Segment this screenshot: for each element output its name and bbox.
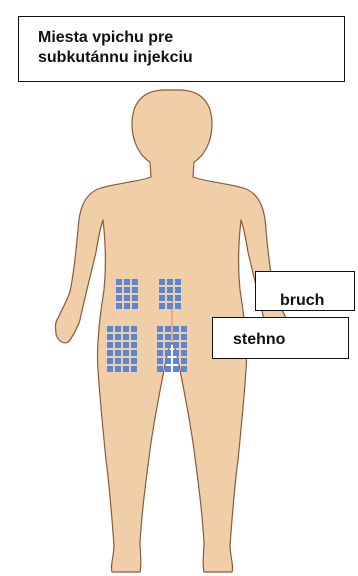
abdomen-label: bruch [255,271,355,311]
title-box: Miesta vpichu pre subkutánnu injekciu [18,16,345,82]
title-line-2: subkutánnu injekciu [38,48,344,68]
title-line-1: Miesta vpichu pre [38,28,344,48]
thigh-label: stehno [212,317,349,359]
